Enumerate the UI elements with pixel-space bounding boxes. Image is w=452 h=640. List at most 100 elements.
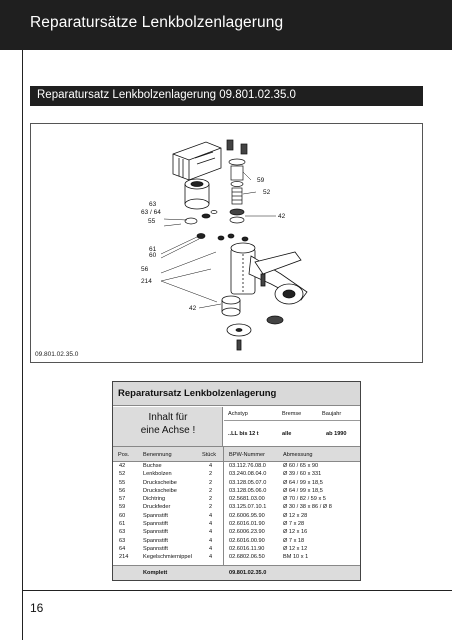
komplett-number: 09.801.02.35.0 bbox=[229, 570, 267, 576]
part-pos: 56 bbox=[119, 487, 126, 494]
part-pos: 59 bbox=[119, 504, 126, 511]
part-label-42-lower: 42 bbox=[189, 305, 197, 312]
part-pos: 55 bbox=[119, 479, 126, 486]
part-number: 02.6006.23.90 bbox=[229, 529, 265, 536]
komplett-row: Komplett 09.801.02.35.0 bbox=[113, 565, 360, 580]
part-pos: 214 bbox=[119, 554, 129, 561]
part-number: 03.128.05.06.0 bbox=[229, 487, 267, 494]
part-label-61: 61 bbox=[149, 246, 157, 253]
part-qty: 4 bbox=[209, 512, 213, 519]
part-dimension: Ø 12 x 28 bbox=[283, 512, 308, 519]
part-name: Buchse bbox=[143, 463, 162, 469]
part-label-63: 63 bbox=[149, 201, 157, 208]
part-pos: 64 bbox=[119, 545, 126, 552]
part-number: 03.112.76.08.0 bbox=[229, 463, 266, 469]
part-qty: 2 bbox=[209, 504, 213, 511]
table-row: 63 Spannstift 4 02.6006.23.90 Ø 12 x 16 bbox=[113, 529, 360, 537]
part-pos: 60 bbox=[119, 512, 126, 519]
small-parts-left bbox=[184, 210, 225, 241]
part-pos: 61 bbox=[119, 521, 126, 528]
col-achstyp: Achstyp bbox=[228, 411, 248, 417]
h-bpw-nummer: BPW-Nummer bbox=[229, 452, 265, 458]
part-dimension: Ø 64 / 99 x 18,5 bbox=[283, 479, 323, 486]
part-qty: 2 bbox=[209, 479, 213, 486]
val-achstyp: ..LL bis 12 t bbox=[228, 431, 259, 437]
steering-knuckle bbox=[230, 242, 308, 325]
part-label-214: 214 bbox=[141, 278, 152, 285]
part-qty: 4 bbox=[209, 463, 213, 469]
part-dimension: Ø 64 / 99 x 18,5 bbox=[283, 487, 323, 494]
part-label-59: 59 bbox=[257, 177, 265, 184]
part-pos: 42 bbox=[119, 463, 126, 469]
section-title-bar: Reparatursatz Lenkbolzenlagerung 09.801.… bbox=[30, 86, 423, 106]
h-stueck: Stück bbox=[202, 452, 216, 458]
part-number: 03.240.08.04.0 bbox=[229, 471, 267, 478]
part-number: 02.6016.00.90 bbox=[229, 537, 265, 544]
part-qty: 4 bbox=[209, 554, 213, 561]
part-qty: 2 bbox=[209, 487, 213, 494]
part-dimension: Ø 12 x 12 bbox=[283, 545, 308, 552]
axle-beam-block bbox=[172, 141, 222, 181]
part-dimension: Ø 12 x 16 bbox=[283, 529, 308, 536]
inhalt-line-1: Inhalt für bbox=[148, 412, 188, 423]
exploded-drawing: 63 63 / 64 55 61 60 56 214 42 59 52 42 0… bbox=[30, 123, 423, 363]
col-bremse: Bremse bbox=[282, 411, 302, 417]
val-bremse: alle bbox=[282, 431, 292, 437]
part-number: 02.6802.06.50 bbox=[229, 554, 265, 561]
part-number: 03.125.07.10.1 bbox=[229, 504, 267, 511]
page-header: Reparatursätze Lenkbolzenlagerung bbox=[0, 0, 452, 50]
part-label-63-64: 63 / 64 bbox=[141, 209, 161, 216]
exploded-drawing-illustration: 63 63 / 64 55 61 60 56 214 42 59 52 42 bbox=[141, 139, 308, 351]
komplett-label: Komplett bbox=[143, 570, 168, 576]
parts-table-title: Reparatursatz Lenkbolzenlagerung bbox=[118, 388, 277, 399]
parts-table: Reparatursatz Lenkbolzenlagerung Inhalt … bbox=[112, 381, 361, 581]
part-name: Spannstift bbox=[143, 521, 168, 528]
inhalt-line-2: eine Achse ! bbox=[140, 425, 196, 436]
part-name: Spannstift bbox=[143, 537, 168, 544]
part-pos: 63 bbox=[119, 537, 126, 544]
inhalt-note: Inhalt für eine Achse ! bbox=[113, 407, 223, 446]
axle-spec-header: Achstyp Bremse Baujahr bbox=[224, 407, 360, 421]
section-title: Reparatursatz Lenkbolzenlagerung 09.801.… bbox=[37, 89, 296, 101]
part-name: Lenkbolzen bbox=[143, 471, 172, 478]
footer-left-rule bbox=[22, 590, 23, 640]
footer-rule bbox=[22, 590, 452, 591]
part-qty: 2 bbox=[209, 471, 213, 478]
h-pos: Pos. bbox=[118, 452, 130, 458]
part-pos: 57 bbox=[119, 496, 126, 503]
parts-column-header: Pos. Benennung Stück BPW-Nummer Abmessun… bbox=[113, 446, 360, 462]
part-qty: 4 bbox=[209, 521, 213, 528]
part-qty: 4 bbox=[209, 537, 213, 544]
part-label-55: 55 bbox=[148, 218, 156, 225]
part-qty: 4 bbox=[209, 529, 213, 536]
part-label-56: 56 bbox=[141, 266, 149, 273]
drawing-code: 09.801.02.35.0 bbox=[35, 351, 79, 358]
h-abmessung: Abmessung bbox=[283, 452, 313, 458]
val-baujahr: ab 1990 bbox=[326, 431, 347, 437]
left-margin-rule bbox=[22, 50, 23, 590]
part-qty: 4 bbox=[209, 545, 213, 552]
part-label-60: 60 bbox=[149, 252, 157, 259]
col-baujahr: Baujahr bbox=[322, 411, 342, 417]
h-benennung: Benennung bbox=[143, 452, 172, 458]
part-name: Spannstift bbox=[143, 529, 168, 536]
part-dimension: Ø 7 x 28 bbox=[283, 521, 305, 528]
part-pos: 63 bbox=[119, 529, 126, 536]
part-name: Kegelschmiernippel bbox=[143, 554, 192, 561]
lenkbolzen-stack bbox=[226, 139, 249, 242]
part-number: 02.6016.11.90 bbox=[229, 545, 265, 552]
knuckle-cylinder bbox=[184, 178, 210, 210]
part-number: 02.5681.03.00 bbox=[229, 496, 265, 503]
lower-bushing bbox=[221, 295, 252, 351]
part-name: Spannstift bbox=[143, 545, 168, 552]
part-name: Druckscheibe bbox=[143, 479, 177, 486]
part-pos: 52 bbox=[119, 471, 126, 478]
